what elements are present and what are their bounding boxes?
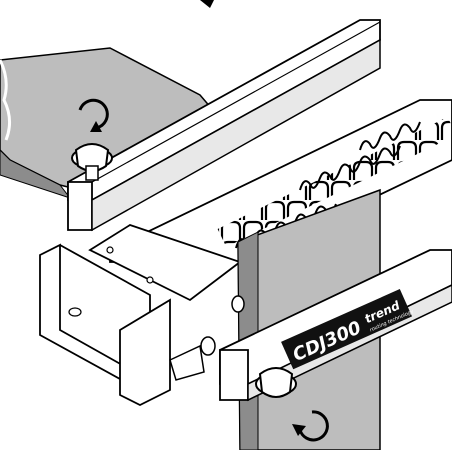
upper-clamp-bar bbox=[67, 19, 381, 232]
upper-clamp-knob-icon bbox=[71, 143, 113, 181]
top-arrow-hint bbox=[200, 0, 214, 8]
lower-clamp-knob-icon bbox=[255, 367, 297, 398]
rotate-counterclockwise-arrow-icon bbox=[292, 410, 329, 442]
side-adjust-screws bbox=[169, 295, 245, 381]
rotate-clockwise-arrow-icon bbox=[78, 98, 109, 132]
mounting-bracket bbox=[39, 243, 171, 407]
lower-clamp-bar: CDJ300 trend routing technology bbox=[219, 249, 452, 402]
finger-template bbox=[109, 99, 452, 263]
